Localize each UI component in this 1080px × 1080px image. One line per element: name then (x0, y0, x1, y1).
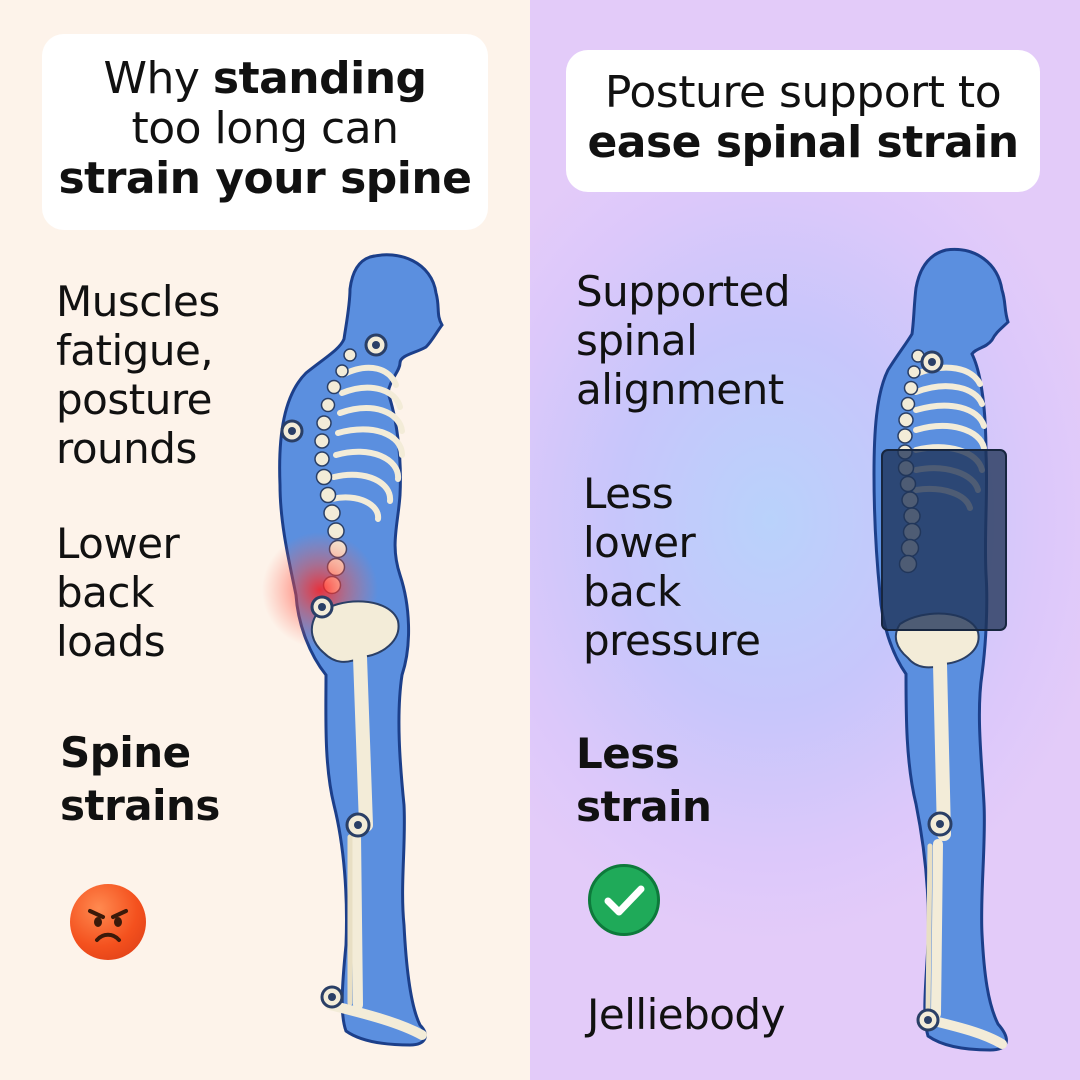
femur (933, 657, 951, 841)
rib-cage (329, 364, 405, 522)
right-title-line-1: Posture support to (604, 67, 1002, 118)
spine-strains-label: Spine strains (60, 728, 220, 830)
right-panel: Posture support to ease spinal strain Su… (530, 0, 1080, 1080)
curved-spine (314, 348, 357, 595)
left-title-line-1: Why standing (103, 53, 427, 104)
left-title-card: Why standing too long can strain your sp… (42, 34, 488, 230)
shin-bone (931, 839, 943, 1019)
supported-posture-figure (872, 247, 1010, 1052)
muscles-fatigue-label: Muscles fatigue, posture rounds (56, 277, 220, 473)
less-pressure-label: Less lower back pressure (583, 469, 761, 665)
right-title-line-2: ease spinal strain (587, 117, 1019, 168)
slouched-posture-figure (262, 253, 444, 1047)
femur (353, 650, 373, 832)
lower-back-loads-label: Lower back loads (56, 519, 180, 666)
foot-bones (325, 1000, 427, 1040)
shin-bone (351, 830, 363, 1010)
right-title-card: Posture support to ease spinal strain (566, 50, 1040, 192)
fibula (925, 843, 933, 1015)
angry-face-icon (70, 884, 146, 960)
left-title-line-3: strain your spine (58, 153, 472, 204)
left-title-line-2: too long can (131, 103, 399, 154)
check-mark-icon (588, 864, 660, 936)
supported-alignment-label: Supported spinal alignment (576, 267, 791, 414)
less-strain-label: Less strain (576, 729, 712, 831)
brand-name: Jelliebody (587, 990, 785, 1039)
left-panel: Why standing too long can strain your sp… (0, 0, 530, 1080)
pelvis (310, 600, 400, 663)
posture-brace (881, 449, 1007, 631)
